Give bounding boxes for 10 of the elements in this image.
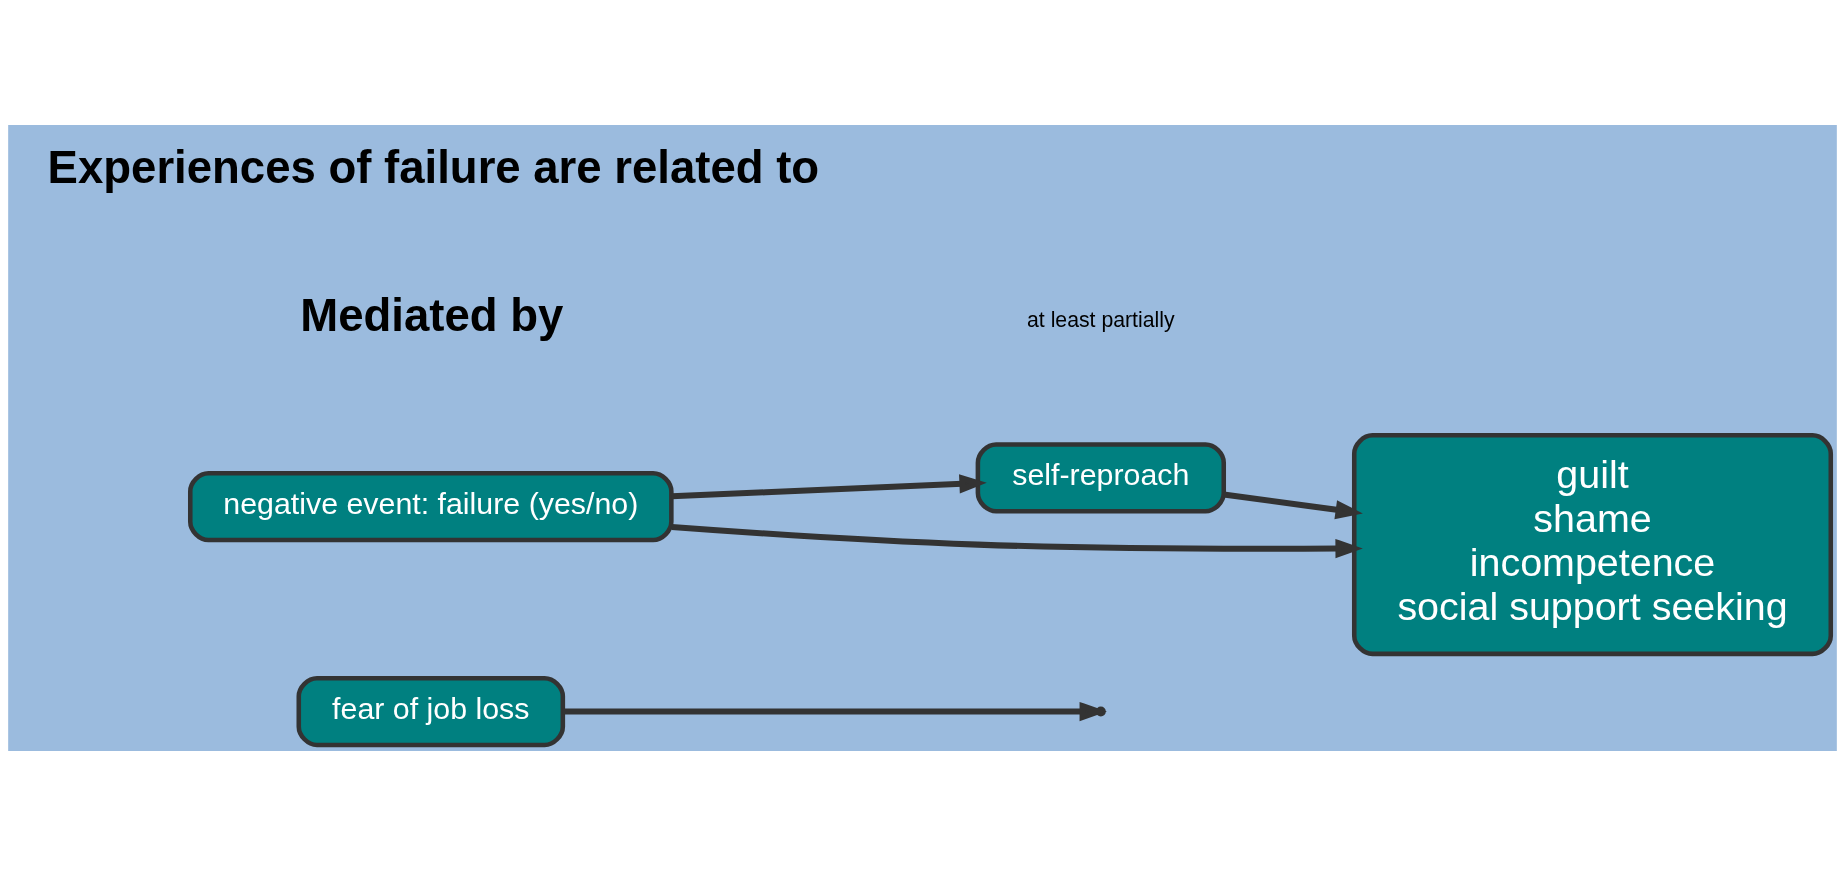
arrow — [1223, 490, 1363, 519]
label: Mediated by — [300, 289, 564, 341]
arrow — [671, 523, 1363, 558]
label: at least partially — [1027, 307, 1175, 332]
node-box: self-reproach — [975, 441, 1226, 513]
label: Experiences of failure are related to — [47, 141, 820, 193]
arrow — [671, 473, 987, 499]
node-box: fear of job loss — [296, 675, 566, 747]
node-box: negative event: failure (yes/no) — [188, 470, 674, 542]
node-box: guilt shame incompetence social support seeking — [1351, 432, 1834, 656]
